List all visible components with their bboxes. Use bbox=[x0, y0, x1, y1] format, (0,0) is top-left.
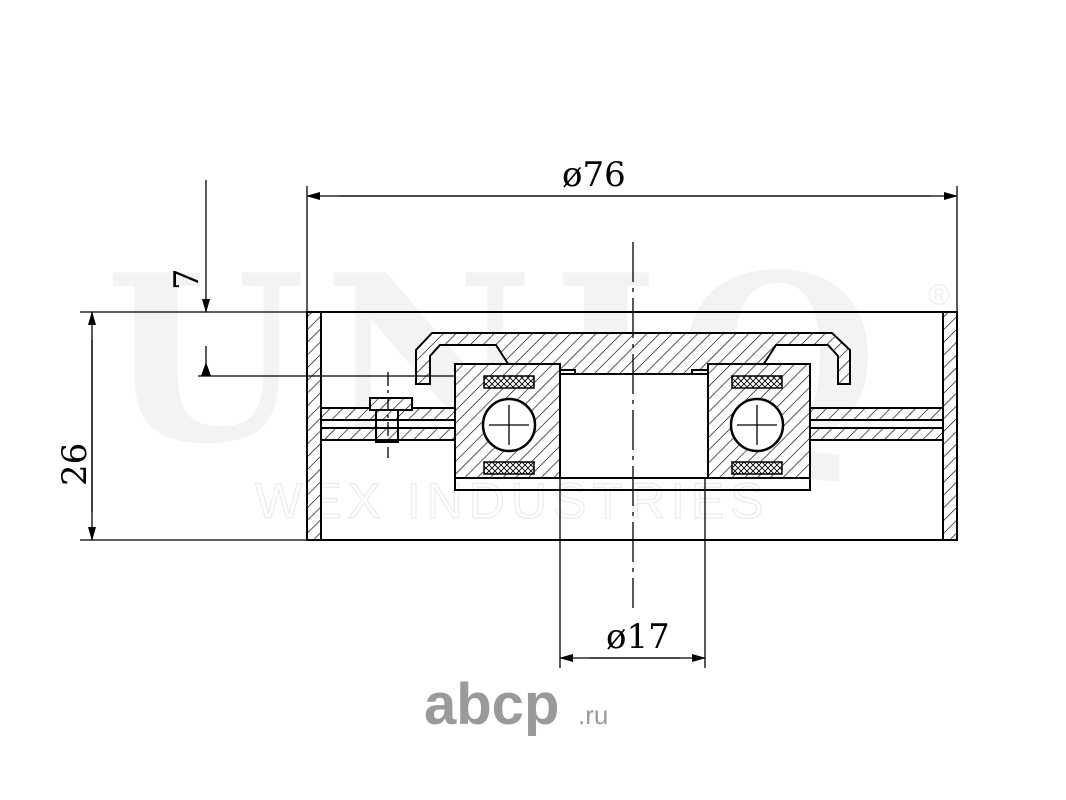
offset-arrow-up bbox=[201, 362, 211, 376]
watermark-registered-mark: ® bbox=[928, 279, 950, 312]
dimension-offset: 7 bbox=[167, 180, 456, 377]
width-label: 26 bbox=[55, 443, 95, 486]
logo-name: abcp bbox=[424, 672, 559, 737]
bore-diameter-label: ø17 bbox=[606, 617, 670, 657]
dimension-width: 26 bbox=[55, 311, 307, 541]
web-upper-right bbox=[809, 407, 944, 421]
site-logo: abcp .ru bbox=[424, 672, 608, 737]
rim-right-wall bbox=[942, 311, 958, 541]
pulley-rim bbox=[306, 311, 958, 541]
seal-left-top bbox=[483, 375, 535, 389]
outer-diameter-label: ø76 bbox=[562, 155, 626, 195]
offset-label: 7 bbox=[167, 268, 207, 290]
dimension-outer-diameter: ø76 bbox=[306, 155, 958, 312]
rim-left-wall bbox=[306, 311, 322, 541]
web-lower-right bbox=[809, 427, 944, 441]
seal-right-top bbox=[731, 375, 783, 389]
seal-left-bottom bbox=[483, 461, 535, 475]
rivet-head bbox=[369, 397, 413, 411]
watermark-subtitle: WEX INDUSTRIES bbox=[255, 473, 770, 529]
seal-right-bottom bbox=[731, 461, 783, 475]
rivet-body bbox=[375, 409, 399, 443]
logo-tld: .ru bbox=[578, 700, 608, 730]
bore-cavity bbox=[559, 373, 709, 479]
dimension-bore-diameter: ø17 bbox=[559, 478, 706, 668]
